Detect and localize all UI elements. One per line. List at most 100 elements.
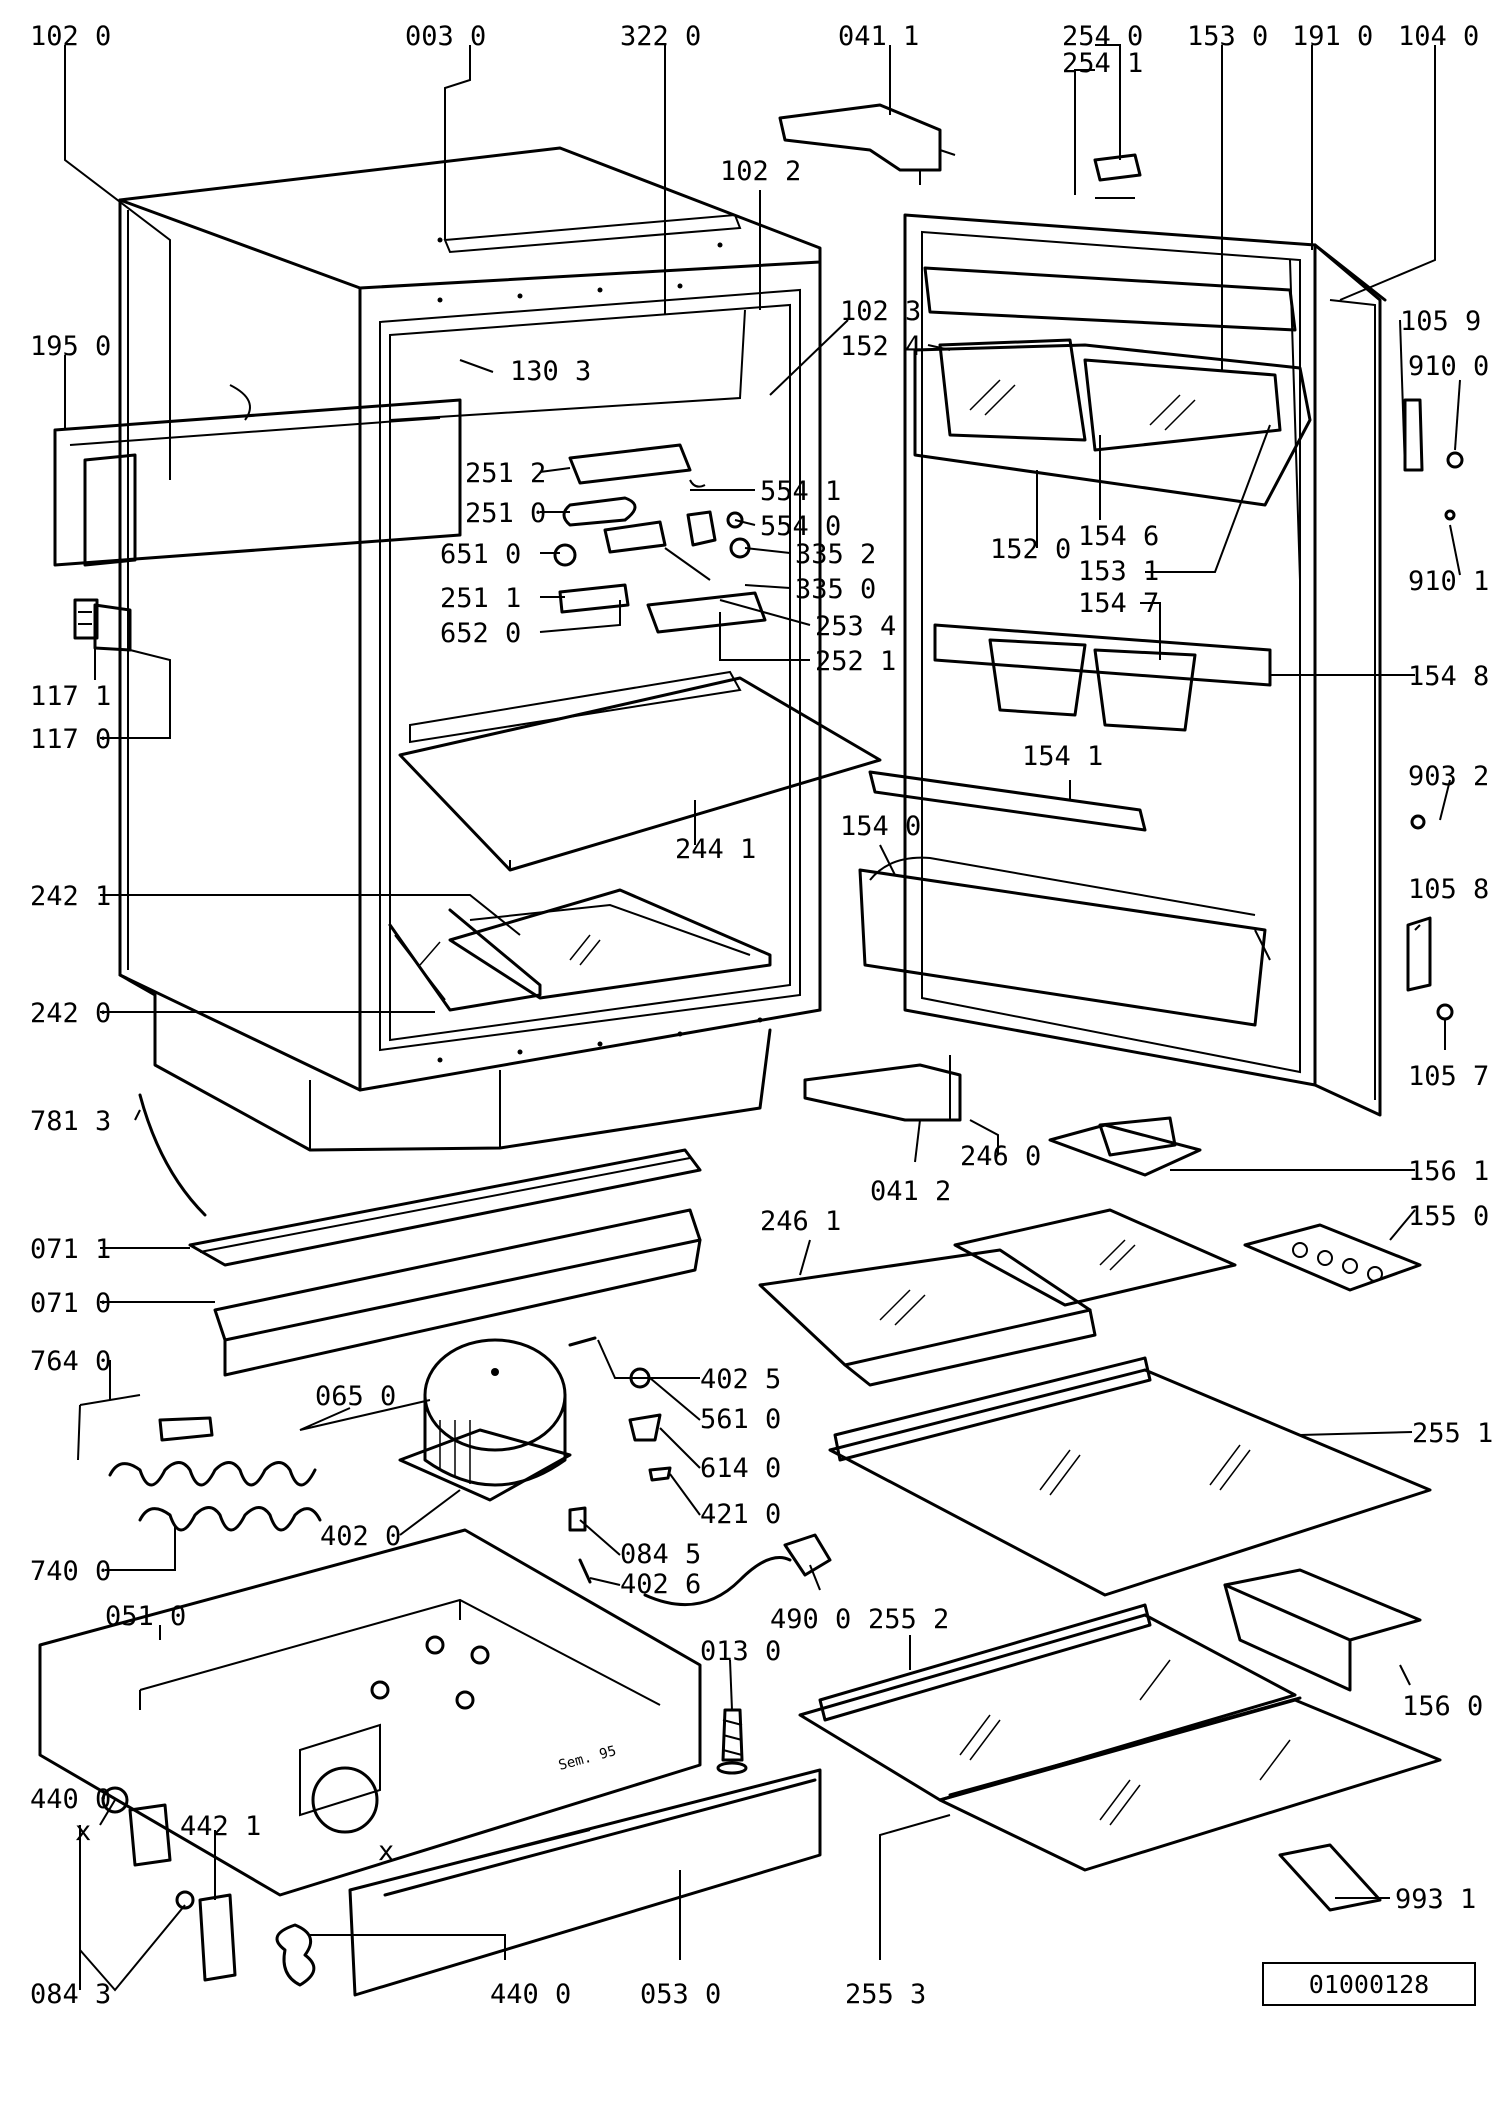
label-255-1: 255 1 xyxy=(1412,1418,1493,1449)
label-084-3: 084 3 xyxy=(30,1979,111,2010)
label-251-2: 251 2 xyxy=(465,458,546,489)
kickplate-053 xyxy=(348,1768,822,1997)
label-071-0: 071 0 xyxy=(30,1288,111,1319)
crisper-cover-246 xyxy=(758,1208,1237,1387)
label-105-7: 105 7 xyxy=(1408,1061,1489,1092)
glass-shelf-255-1 xyxy=(828,1356,1432,1597)
label-246-0: 246 0 xyxy=(960,1141,1041,1172)
tray-156-1 xyxy=(1048,1116,1202,1177)
label-652-0: 652 0 xyxy=(440,618,521,649)
part-labels: 102 0 003 0 322 0 041 1 254 0 254 1 153 … xyxy=(30,21,1493,2010)
label-764-0: 764 0 xyxy=(30,1346,111,1377)
label-335-0: 335 0 xyxy=(795,574,876,605)
base-tray-051 xyxy=(38,1528,702,1897)
label-421-0: 421 0 xyxy=(700,1499,781,1530)
leveling-foot xyxy=(716,1708,748,1775)
label-102-3: 102 3 xyxy=(840,296,921,327)
label-993-1: 993 1 xyxy=(1395,1884,1476,1915)
label-255-2: 255 2 xyxy=(868,1604,949,1635)
scraper-993 xyxy=(1278,1843,1382,1912)
label-440-0-left: 440 0 xyxy=(30,1784,111,1815)
label-154-7: 154 7 xyxy=(1078,588,1159,619)
label-041-2: 041 2 xyxy=(870,1176,951,1207)
label-253-4: 253 4 xyxy=(815,611,896,642)
fan-440 xyxy=(101,1786,316,1987)
label-105-8: 105 8 xyxy=(1408,874,1489,905)
label-104-0: 104 0 xyxy=(1398,21,1479,52)
label-255-3: 255 3 xyxy=(845,1979,926,2010)
label-781-3: 781 3 xyxy=(30,1106,111,1137)
label-152-0: 152 0 xyxy=(990,534,1071,565)
electrical-small-parts xyxy=(568,1336,672,1584)
label-402-0: 402 0 xyxy=(320,1521,401,1552)
leader-lines xyxy=(64,44,1461,1992)
ice-tray-156 xyxy=(1223,1568,1422,1692)
stamp-text: Sem. 95 xyxy=(557,1743,618,1774)
door xyxy=(803,213,1387,1122)
label-740-0: 740 0 xyxy=(30,1556,111,1587)
label-614-0: 614 0 xyxy=(700,1453,781,1484)
label-251-1: 251 1 xyxy=(440,583,521,614)
label-910-0: 910 0 xyxy=(1408,351,1489,382)
label-102-0-top: 102 0 xyxy=(30,21,111,52)
label-156-1: 156 1 xyxy=(1408,1156,1489,1187)
cabinet xyxy=(118,146,822,1152)
label-254-0: 254 0 xyxy=(1062,21,1143,52)
label-154-6: 154 6 xyxy=(1078,521,1159,552)
label-251-0: 251 0 xyxy=(465,498,546,529)
label-490-0: 490 0 xyxy=(770,1604,851,1635)
label-242-0: 242 0 xyxy=(30,998,111,1029)
hinge-block-117 xyxy=(73,598,132,652)
drain-tube xyxy=(138,1093,207,1217)
label-051-0: 051 0 xyxy=(105,1601,186,1632)
crisper-drawers xyxy=(388,888,772,1012)
power-cord xyxy=(643,1533,832,1607)
label-903-2: 903 2 xyxy=(1408,761,1489,792)
label-242-1: 242 1 xyxy=(30,881,111,912)
trim-071 xyxy=(188,1148,702,1377)
condenser-coil xyxy=(77,1394,322,1532)
label-442-1: 442 1 xyxy=(180,1811,261,1842)
label-651-0: 651 0 xyxy=(440,539,521,570)
label-154-0: 154 0 xyxy=(840,811,921,842)
label-402-5: 402 5 xyxy=(700,1364,781,1395)
label-102-2: 102 2 xyxy=(720,156,801,187)
glass-shelf-255-3 xyxy=(938,1696,1442,1872)
label-246-1: 246 1 xyxy=(760,1206,841,1237)
label-003-0: 003 0 xyxy=(405,21,486,52)
x-marker-base: x xyxy=(378,1836,394,1867)
cabinet-shelf-244 xyxy=(398,670,882,872)
label-105-9: 105 9 xyxy=(1400,306,1481,337)
label-195-0: 195 0 xyxy=(30,331,111,362)
label-910-1: 910 1 xyxy=(1408,566,1489,597)
label-554-0: 554 0 xyxy=(760,511,841,542)
label-041-1: 041 1 xyxy=(838,21,919,52)
label-191-0: 191 0 xyxy=(1292,21,1373,52)
label-254-1: 254 1 xyxy=(1062,48,1143,79)
label-554-1: 554 1 xyxy=(760,476,841,507)
label-440-0-bottom: 440 0 xyxy=(490,1979,571,2010)
hinge-top-041 xyxy=(778,103,956,185)
label-561-0: 561 0 xyxy=(700,1404,781,1435)
cap-254 xyxy=(1093,153,1142,199)
label-071-1: 071 1 xyxy=(30,1234,111,1265)
label-130-3: 130 3 xyxy=(510,356,591,387)
label-252-1: 252 1 xyxy=(815,646,896,677)
x-marker-left: x xyxy=(75,1816,91,1847)
label-153-1: 153 1 xyxy=(1078,556,1159,587)
label-153-0: 153 0 xyxy=(1187,21,1268,52)
label-154-8: 154 8 xyxy=(1408,661,1489,692)
label-322-0: 322 0 xyxy=(620,21,701,52)
label-117-0: 117 0 xyxy=(30,724,111,755)
glass-shelf-255-2 xyxy=(798,1603,1297,1802)
label-084-5: 084 5 xyxy=(620,1539,701,1570)
label-335-2: 335 2 xyxy=(795,539,876,570)
label-152-4: 152 4 xyxy=(840,331,921,362)
label-154-1: 154 1 xyxy=(1022,741,1103,772)
label-156-0: 156 0 xyxy=(1402,1691,1483,1722)
egg-tray-155 xyxy=(1243,1223,1422,1292)
compressor xyxy=(398,1338,572,1502)
door-handle-bar xyxy=(53,384,462,567)
